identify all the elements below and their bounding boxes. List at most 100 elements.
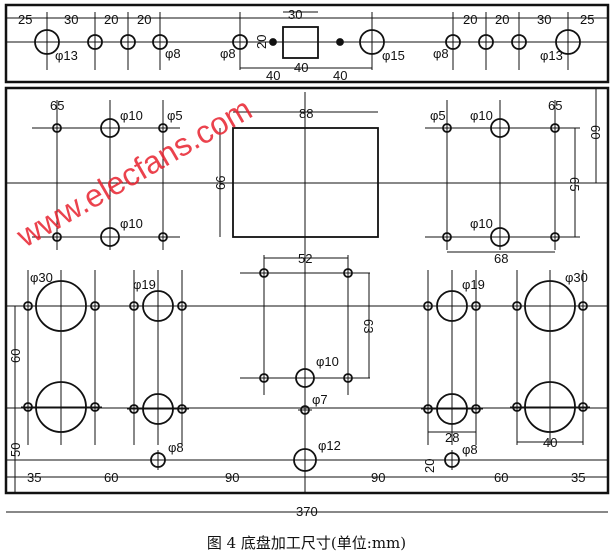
hole-label: φ13 (540, 48, 563, 63)
dim: 20 (495, 12, 509, 27)
mount-hole (423, 404, 433, 414)
hole-label: φ8 (462, 442, 478, 457)
hole-label: φ8 (168, 440, 184, 455)
dim: 40 (294, 60, 308, 75)
dim: 20 (422, 459, 437, 473)
dim: 40 (333, 68, 347, 83)
dim: 60 (588, 125, 603, 139)
hole-label: φ10 (120, 108, 143, 123)
hole (232, 34, 248, 50)
hole-phi12 (293, 448, 317, 472)
mount-hole (158, 123, 168, 133)
hole-phi30 (35, 381, 87, 433)
dim: 35 (27, 470, 41, 485)
hole (478, 34, 494, 50)
overall-width-dim: 370 (296, 504, 318, 519)
hole (34, 29, 60, 55)
hole-label: φ7 (312, 392, 328, 407)
hole-label: φ10 (120, 216, 143, 231)
hole-label: φ19 (462, 277, 485, 292)
mount-hole (512, 402, 522, 412)
mount-hole (52, 123, 62, 133)
dim: 52 (298, 251, 312, 266)
mount-dot (336, 38, 344, 46)
dim: 40 (266, 68, 280, 83)
hole-phi30 (35, 280, 87, 332)
hole-label: φ15 (382, 48, 405, 63)
figure-caption: 图 4 底盘加工尺寸(单位:mm) (206, 534, 407, 552)
mount-hole (578, 301, 588, 311)
top-panel-outline (4, 3, 610, 84)
display-cutout (232, 127, 379, 238)
dim: 60 (104, 470, 118, 485)
dim: 25 (580, 12, 594, 27)
hole-phi7 (300, 405, 310, 415)
hole-label: φ8 (220, 46, 236, 61)
hole-phi10 (490, 118, 510, 138)
top-rect-cutout (282, 26, 319, 59)
hole-label: φ13 (55, 48, 78, 63)
mount-hole (442, 123, 452, 133)
dim: 25 (18, 12, 32, 27)
mount-hole (512, 301, 522, 311)
hole-label: φ10 (470, 108, 493, 123)
hole-phi10 (295, 368, 315, 388)
mount-hole (550, 123, 560, 133)
hole (120, 34, 136, 50)
hole-phi19 (436, 393, 468, 425)
hole-label: φ8 (433, 46, 449, 61)
mount-hole (158, 232, 168, 242)
dim: 50 (8, 443, 23, 457)
dim: 65 (567, 177, 582, 191)
mount-hole (442, 232, 452, 242)
hole-label: φ12 (318, 438, 341, 453)
mount-hole (550, 232, 560, 242)
hole-label: φ30 (565, 270, 588, 285)
hole-label: φ8 (165, 46, 181, 61)
hole-label: φ5 (167, 108, 183, 123)
bottom-panel-outline (4, 86, 610, 495)
hole-phi10 (100, 118, 120, 138)
hole-phi30 (524, 381, 576, 433)
mount-hole (471, 301, 481, 311)
hole (555, 29, 581, 55)
mount-hole (423, 301, 433, 311)
mount-hole (343, 268, 353, 278)
dim: 20 (137, 12, 151, 27)
dim: 90 (225, 470, 239, 485)
mount-hole (259, 268, 269, 278)
mount-hole (52, 232, 62, 242)
dim: 60 (8, 349, 23, 363)
hole-phi19 (142, 290, 174, 322)
hole (359, 29, 385, 55)
hole-phi19 (142, 393, 174, 425)
hole-label: φ19 (133, 277, 156, 292)
hole-phi10 (490, 227, 510, 247)
dim: 60 (494, 470, 508, 485)
hole-label: φ5 (430, 108, 446, 123)
hole-label: φ10 (470, 216, 493, 231)
mount-hole (23, 301, 33, 311)
hole (511, 34, 527, 50)
hole-label: φ10 (316, 354, 339, 369)
dim: 40 (543, 435, 557, 450)
hole-phi8 (150, 452, 166, 468)
hole (152, 34, 168, 50)
hole (445, 34, 461, 50)
mount-hole (177, 404, 187, 414)
hole-phi30 (524, 280, 576, 332)
mount-hole (471, 404, 481, 414)
dim: 20 (254, 35, 269, 49)
mount-hole (343, 373, 353, 383)
mount-hole (129, 301, 139, 311)
hole (87, 34, 103, 50)
dim: 30 (537, 12, 551, 27)
dim: 35 (571, 470, 585, 485)
dim: 30 (288, 7, 302, 22)
dim: 68 (494, 251, 508, 266)
hole-label: φ30 (30, 270, 53, 285)
dim: 66 (213, 176, 228, 190)
dim: 30 (64, 12, 78, 27)
dim: 65 (50, 98, 64, 113)
